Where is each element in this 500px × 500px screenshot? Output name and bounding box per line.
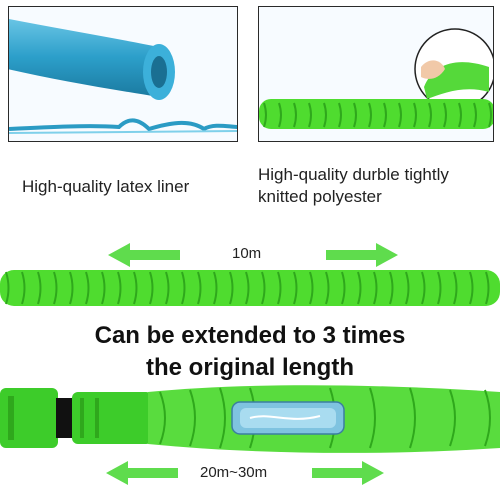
original-length-label: 10m (232, 245, 262, 262)
arrow-left-icon (108, 243, 180, 267)
knitted-hose-illustration (259, 28, 493, 129)
arrow-left-bottom-icon (106, 461, 178, 485)
polyester-panel (258, 6, 494, 142)
arrow-right-bottom-icon (312, 461, 384, 485)
polyester-caption: High-quality durble tightly knitted poly… (258, 165, 449, 206)
extension-headline: Can be extended to 3 times the original … (94, 322, 406, 381)
latex-liner-caption: High-quality latex liner (22, 177, 190, 196)
latex-liner-panel (8, 6, 238, 142)
latex-tube-illustration (9, 18, 237, 134)
compressed-hose (0, 270, 500, 306)
arrow-right-icon (326, 243, 398, 267)
expanded-hose-with-connector (0, 385, 500, 453)
extended-length-label: 20m~30m (200, 464, 268, 481)
